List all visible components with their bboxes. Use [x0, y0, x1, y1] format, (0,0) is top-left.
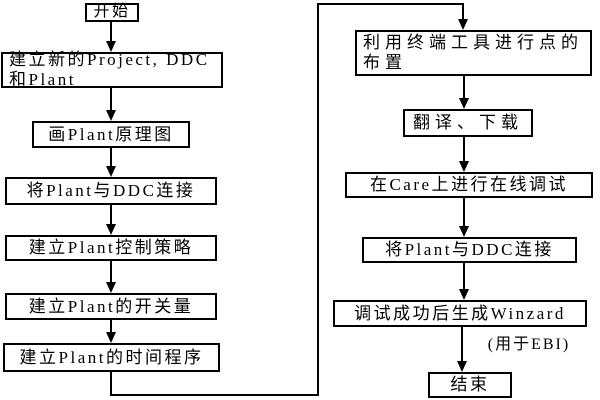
node-generate-winzard: 调试成功后生成Winzard — [333, 300, 587, 327]
node-end: 结束 — [428, 372, 512, 398]
node-translate-download: 翻译、下载 — [403, 109, 533, 137]
note-for-ebi: (用于EBI) — [487, 336, 571, 353]
node-create-switch-points: 建立Plant的开关量 — [5, 293, 217, 320]
node-draw-plant-diagram: 画Plant原理图 — [32, 121, 190, 148]
node-create-time-program: 建立Plant的时间程序 — [3, 343, 220, 372]
node-connect-plant-ddc: 将Plant与DDC连接 — [5, 177, 217, 205]
node-create-project-ddc-plant: 建立新的Project, DDC 和Plant — [1, 50, 223, 89]
node-online-debug-care: 在Care上进行在线调试 — [345, 172, 593, 198]
node-connect-plant-ddc-2: 将Plant与DDC连接 — [362, 237, 577, 263]
node-terminal-point-layout: 利用终端工具进行点的 布置 — [355, 30, 592, 76]
node-create-control-strategy: 建立Plant控制策略 — [5, 235, 217, 261]
node-start: 开始 — [85, 3, 139, 22]
